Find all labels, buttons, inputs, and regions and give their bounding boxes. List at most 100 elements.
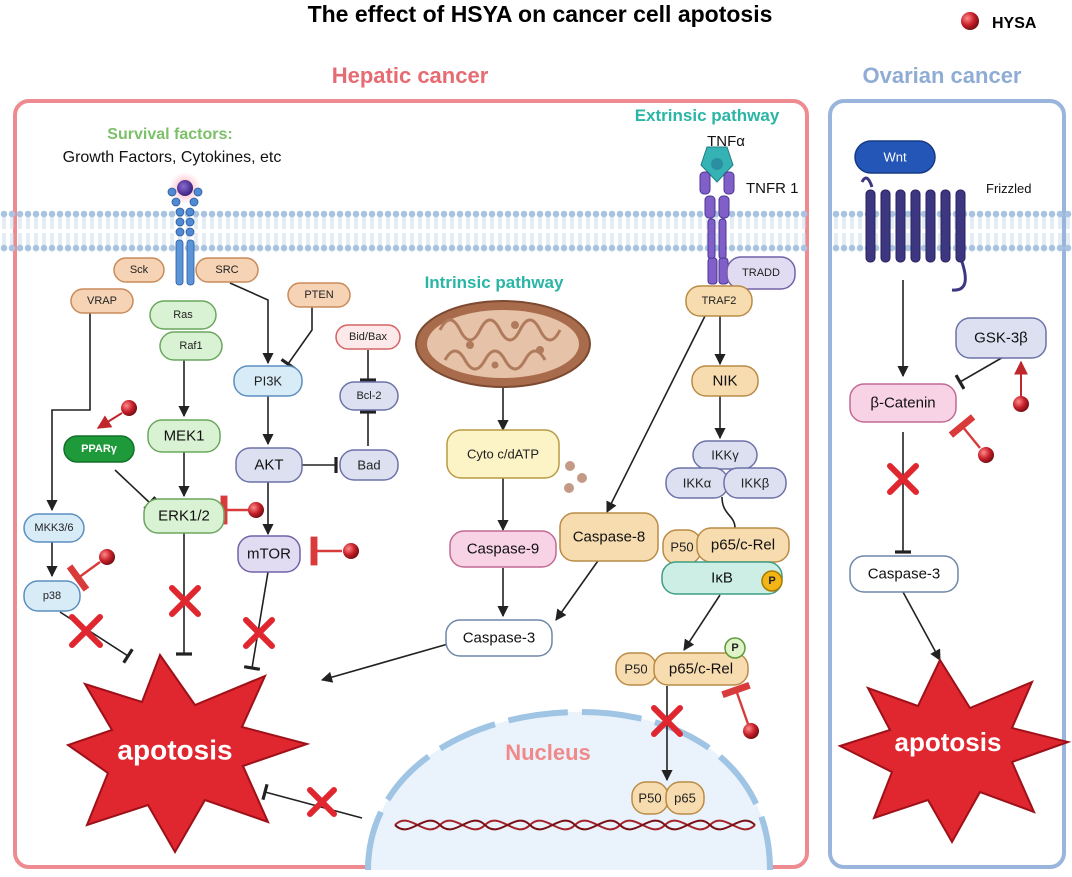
src-node: SRC	[195, 257, 259, 283]
phospho-badge-b-shape	[724, 637, 746, 659]
raf1-node-shape	[159, 331, 223, 361]
akt-node-label: AKT	[254, 457, 283, 474]
ras-node: Ras	[149, 300, 217, 330]
ovarian-casp3-node: Caspase-3	[849, 555, 959, 593]
ikkb-node-shape	[723, 467, 787, 499]
bcl2-node-label: Bcl-2	[356, 390, 381, 402]
pi3k-node-label: PI3K	[254, 374, 283, 389]
hysa-ball-icon	[978, 447, 994, 463]
gsk-node: GSK-3β	[955, 317, 1047, 359]
gsk-node-label: GSK-3β	[974, 330, 1028, 347]
p50-node-c: P50	[631, 781, 669, 815]
p65crel-node-b-label: p65/c-Rel	[669, 661, 733, 678]
vrap-node-shape	[70, 288, 134, 314]
nik-node: NIK	[691, 365, 759, 397]
block-marks	[69, 463, 919, 817]
block-x-icon	[169, 585, 201, 617]
ras-node-shape	[149, 300, 217, 330]
p50-node-a-label: P50	[670, 540, 693, 555]
apoptosis-label-ovarian: apotosis	[895, 727, 1002, 757]
bcat-node: β-Catenin	[849, 383, 957, 423]
ovarian-casp3-node-shape	[849, 555, 959, 593]
phospho-badge-b-label: P	[731, 642, 738, 654]
nik-node-shape	[691, 365, 759, 397]
src-node-label: SRC	[215, 264, 238, 276]
p50-node-b-label: P50	[624, 662, 647, 677]
p65crel-node-b-shape	[653, 652, 749, 686]
akt-node-shape	[235, 447, 303, 483]
figure-title: The effect of HSYA on cancer cell apotos…	[308, 1, 773, 27]
tradd-node-label: TRADD	[742, 267, 780, 279]
sck-node-shape	[113, 257, 165, 283]
casp9-node-label: Caspase-9	[467, 541, 540, 558]
p65crel-node-a: p65/c-Rel	[696, 527, 790, 563]
p38-node-shape	[23, 580, 81, 612]
bidbax-node: Bid/Bax	[335, 324, 401, 350]
sck-node: Sck	[113, 257, 165, 283]
survival-title: Survival factors:	[107, 126, 232, 143]
tradd-node-shape	[726, 256, 796, 290]
intrinsic-title: Intrinsic pathway	[425, 273, 564, 292]
ppar-node-label: PPARγ	[81, 443, 118, 455]
hysa-ball-icon	[743, 723, 759, 739]
ppar-node: PPARγ	[63, 435, 135, 463]
ikkg-node-shape	[692, 440, 758, 470]
src-node-shape	[195, 257, 259, 283]
p65-node-label: p65	[674, 791, 696, 806]
casp3-node-label: Caspase-3	[463, 630, 536, 647]
hysa-ball-icon	[99, 549, 115, 565]
cyto-node-label: Cyto c/dATP	[467, 447, 539, 462]
pten-node-shape	[287, 282, 351, 308]
mkk-node-shape	[23, 513, 85, 543]
survival-subtitle: Growth Factors, Cytokines, etc	[63, 149, 282, 166]
ikkb-node: IKKβ	[723, 467, 787, 499]
mitochondrion-icon	[415, 300, 591, 388]
akt-node: AKT	[235, 447, 303, 483]
pten-node: PTEN	[287, 282, 351, 308]
ras-node-label: Ras	[173, 309, 193, 321]
dna-helix-icon	[394, 819, 756, 831]
hysa-ball-icon	[1013, 396, 1029, 412]
bcl2-node-shape	[339, 381, 399, 411]
hysa-interactions	[66, 360, 1029, 739]
tnfr1-label: TNFR 1	[746, 180, 799, 197]
p65-node: p65	[665, 781, 705, 815]
ovarian-panel	[828, 99, 1066, 869]
gsk-node-shape	[955, 317, 1047, 359]
p65crel-node-b: p65/c-Rel	[653, 652, 749, 686]
bad-node-label: Bad	[357, 458, 380, 473]
ikka-node: IKKα	[665, 467, 729, 499]
ovarian-title: Ovarian cancer	[863, 63, 1022, 88]
pten-node-label: PTEN	[304, 289, 333, 301]
p65crel-node-a-label: p65/c-Rel	[711, 537, 775, 554]
casp9-node-shape	[449, 530, 557, 568]
mkk-node: MKK3/6	[23, 513, 85, 543]
block-x-icon	[307, 787, 337, 817]
pi3k-node-shape	[233, 365, 303, 397]
hysa-ball-icon	[343, 543, 359, 559]
erk-node-label: ERK1/2	[158, 508, 210, 525]
wnt-label: Wnt	[883, 150, 907, 165]
hysa-ball-icon	[961, 12, 979, 30]
legend-label: HYSA	[992, 15, 1037, 32]
p38-node-label: p38	[43, 590, 61, 602]
bcl2-node: Bcl-2	[339, 381, 399, 411]
hysa-ball-icon	[121, 400, 137, 416]
traf2-node: TRAF2	[685, 285, 753, 317]
hepatic-membrane	[0, 210, 808, 253]
sck-node-label: Sck	[130, 264, 149, 276]
mtor-node-label: mTOR	[247, 546, 291, 563]
frizzled-receptor-icon	[860, 176, 967, 292]
mek1-node-shape	[147, 419, 221, 453]
pi3k-node: PI3K	[233, 365, 303, 397]
traf2-node-label: TRAF2	[702, 295, 737, 307]
hepatic-title: Hepatic cancer	[332, 63, 489, 88]
apoptosis-label-hepatic: apotosis	[117, 735, 232, 766]
block-x-icon	[69, 614, 103, 648]
erk-node: ERK1/2	[143, 498, 225, 534]
ikkg-node: IKKγ	[692, 440, 758, 470]
ikkg-node-label: IKKγ	[711, 448, 739, 463]
nucleus: Nucleus	[365, 708, 773, 871]
